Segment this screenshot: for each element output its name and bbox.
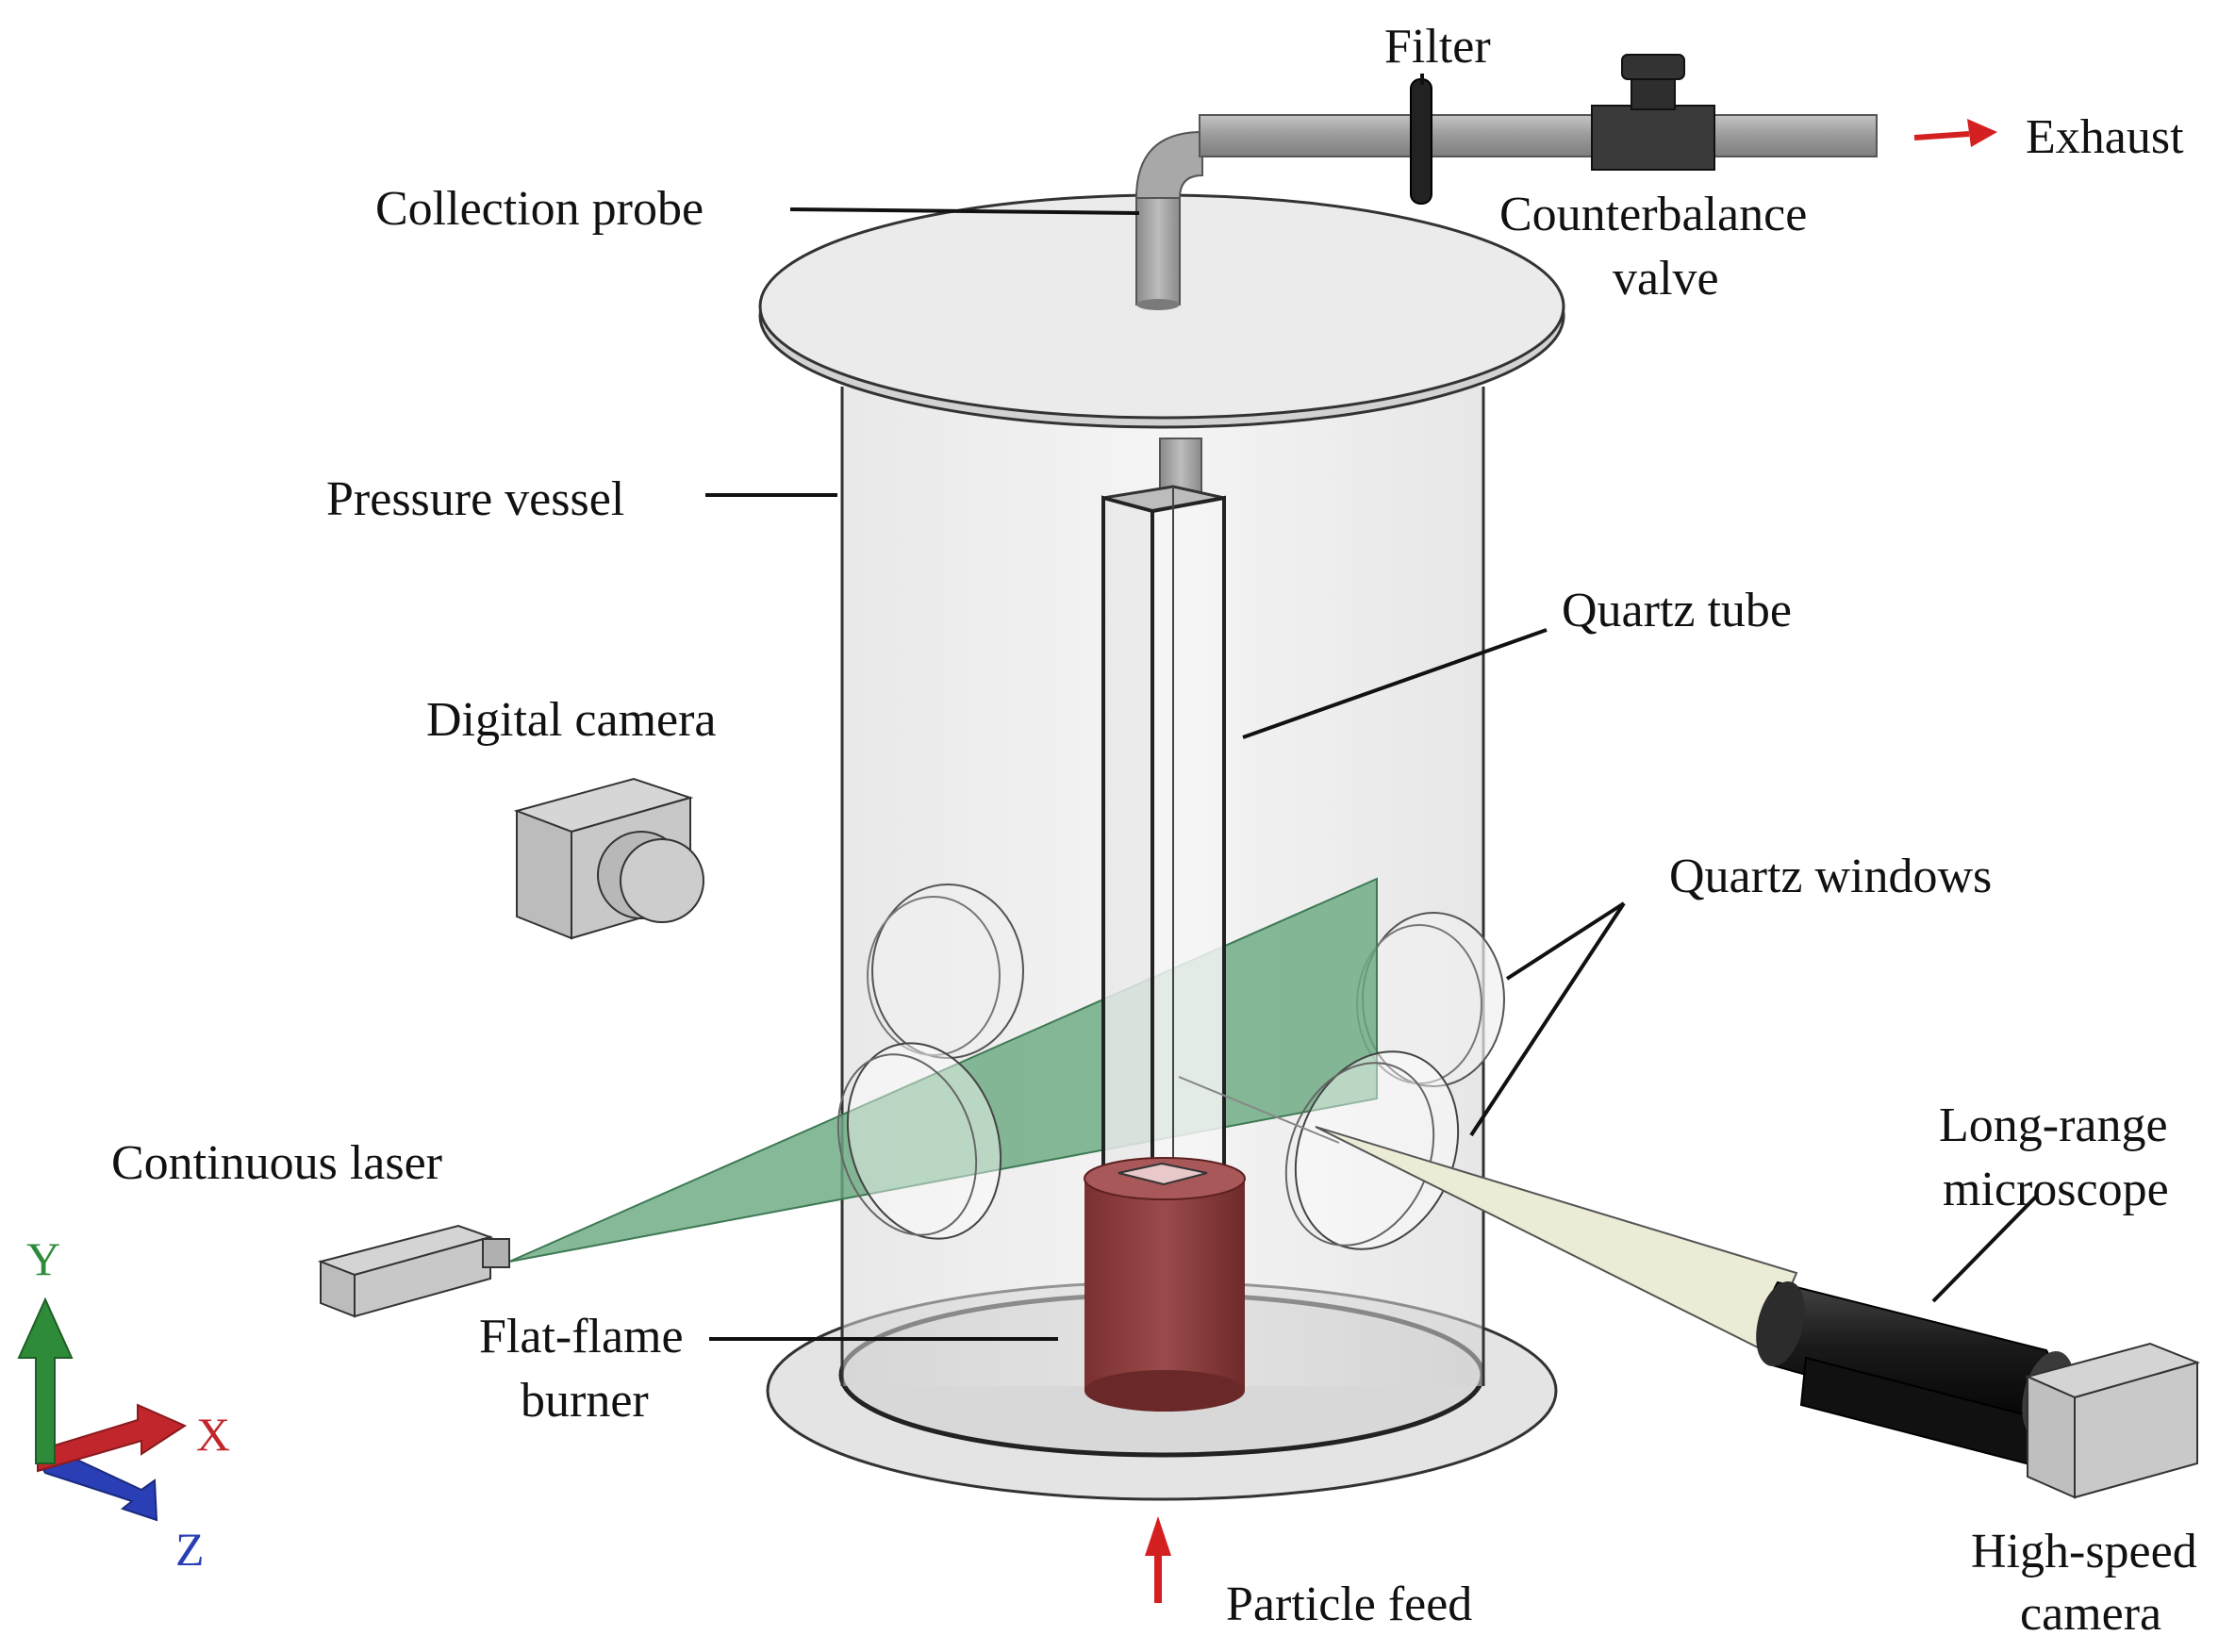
label-exhaust: Exhaust (2026, 110, 2184, 164)
axis-x-arrow (37, 1403, 188, 1473)
label-counterbalance-valve-line1: Counterbalance (1499, 188, 1807, 241)
axis-x-label: X (196, 1408, 230, 1461)
quartz-window-back-left (867, 884, 1024, 1059)
leader-lines (705, 74, 2039, 1341)
label-collection-probe: Collection probe (375, 182, 704, 236)
high-speed-camera (2024, 1342, 2201, 1499)
quartz-window-front-left (836, 1042, 1002, 1240)
label-continuous-laser: Continuous laser (111, 1136, 442, 1190)
label-long-range-microscope-line2: microscope (1943, 1163, 2169, 1216)
label-filter: Filter (1384, 20, 1491, 74)
quartz-tube (1101, 485, 1226, 1193)
exhaust-arrow (1913, 119, 1997, 147)
axis-z-arrow (36, 1448, 158, 1522)
label-quartz-tube: Quartz tube (1562, 584, 1792, 637)
flat-flame-burner (1084, 1157, 1246, 1412)
particle-feed-arrow (1145, 1516, 1171, 1603)
filter (1410, 78, 1432, 205)
label-pressure-vessel: Pressure vessel (326, 472, 624, 526)
label-digital-camera: Digital camera (426, 693, 717, 747)
label-flat-flame-burner-line2: burner (521, 1374, 649, 1428)
label-counterbalance-valve-line2: valve (1613, 252, 1719, 306)
axis-z-label: Z (175, 1523, 205, 1576)
label-flat-flame-burner-line1: Flat-flame (479, 1310, 684, 1363)
axis-y-arrow (17, 1297, 74, 1464)
continuous-laser (317, 1224, 510, 1318)
label-high-speed-camera-line2: camera (2020, 1587, 2161, 1641)
coordinate-axes: Y X Z (17, 1232, 230, 1576)
axis-y-label: Y (26, 1232, 60, 1285)
counterbalance-valve (1591, 54, 1715, 171)
label-high-speed-camera-line1: High-speed (1971, 1525, 2197, 1578)
label-particle-feed: Particle feed (1226, 1578, 1472, 1631)
label-quartz-windows: Quartz windows (1669, 850, 1992, 903)
label-long-range-microscope-line1: Long-range (1939, 1099, 2168, 1152)
digital-camera (513, 777, 704, 940)
